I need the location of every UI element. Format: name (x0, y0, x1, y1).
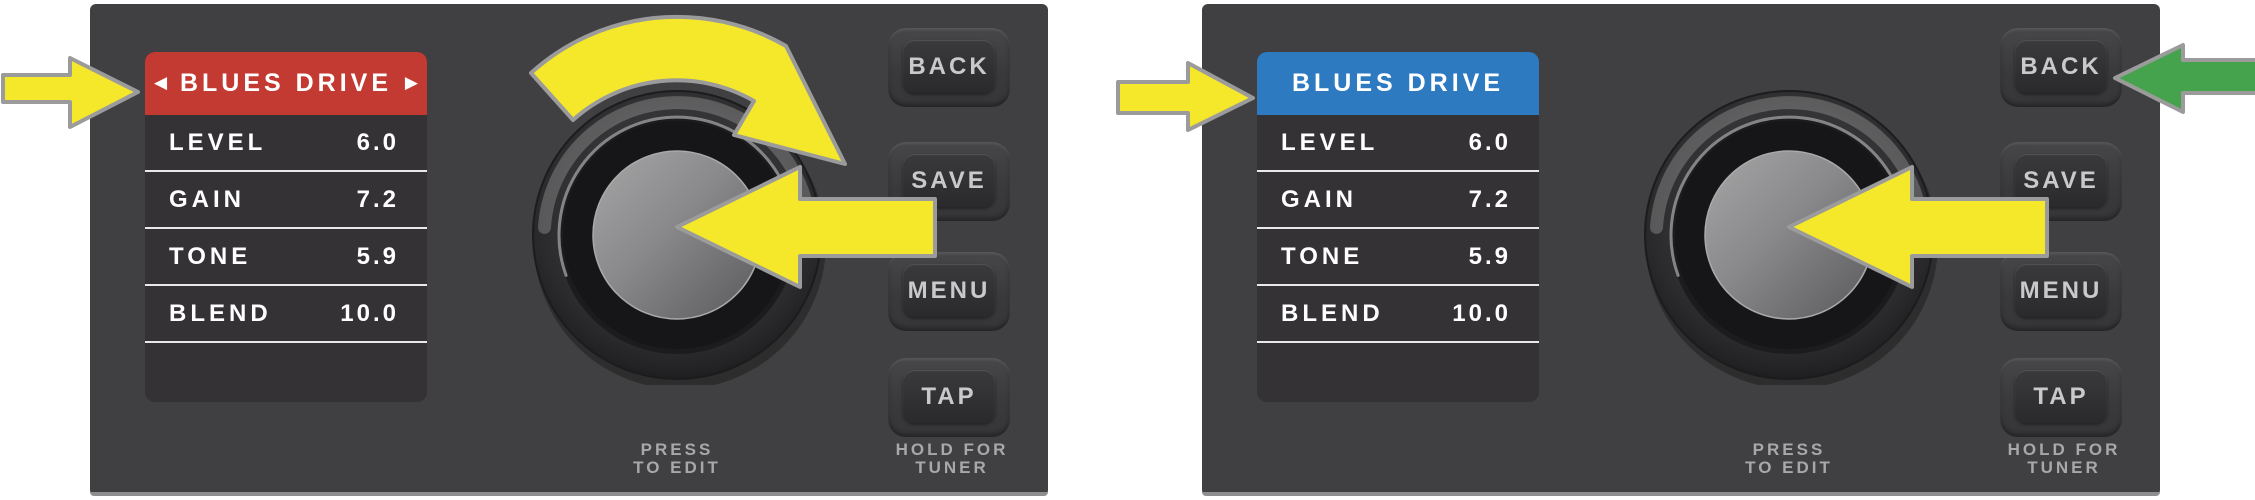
tap-button-well: TAP (2000, 358, 2122, 437)
param-label: BLEND (169, 300, 272, 327)
tap-button[interactable]: TAP (2015, 370, 2107, 423)
param-label: BLEND (1281, 300, 1384, 327)
param-value: 10.0 (1452, 300, 1511, 327)
panel-bottom-edge (90, 492, 1048, 496)
panel-bottom-edge (1202, 492, 2160, 496)
param-value: 10.0 (340, 300, 399, 327)
preset-next-icon: ▶ (404, 73, 418, 93)
param-value: 5.9 (356, 243, 399, 270)
param-label: GAIN (1281, 186, 1357, 213)
preset-title: BLUES DRIVE (179, 69, 393, 97)
hold-for-tuner-label: HOLD FOR TUNER (895, 440, 1009, 477)
back-button-well: BACK (888, 28, 1010, 107)
param-row-gain: GAIN 7.2 (1257, 172, 1539, 229)
save-button-well: SAVE (2000, 142, 2122, 221)
param-value: 5.9 (1468, 243, 1511, 270)
preset-title: BLUES DRIVE (1291, 69, 1505, 97)
menu-button[interactable]: MENU (903, 264, 995, 317)
param-row-blend: BLEND 10.0 (1257, 286, 1539, 343)
knob-center-cap (592, 150, 762, 320)
param-value: 7.2 (356, 186, 399, 213)
param-value: 6.0 (356, 129, 399, 156)
press-to-edit-label: PRESS TO EDIT (633, 440, 721, 477)
param-value: 7.2 (1468, 186, 1511, 213)
param-row-tone: TONE 5.9 (145, 229, 427, 286)
preset-name-header: ◀ BLUES DRIVE ▶ (145, 52, 427, 115)
press-to-edit-label: PRESS TO EDIT (1745, 440, 1833, 477)
param-row-level: LEVEL 6.0 (145, 115, 427, 172)
back-button[interactable]: BACK (903, 40, 995, 93)
rotary-encoder-knob[interactable] (1639, 85, 1939, 389)
param-row-tone: TONE 5.9 (1257, 229, 1539, 286)
menu-button-well: MENU (2000, 252, 2122, 331)
preset-screen: ◀ BLUES DRIVE ▶ LEVEL 6.0 GAIN 7.2 TONE … (145, 52, 427, 402)
save-button[interactable]: SAVE (2015, 154, 2107, 207)
param-value: 6.0 (1468, 129, 1511, 156)
menu-button[interactable]: MENU (2015, 264, 2107, 317)
save-button[interactable]: SAVE (903, 154, 995, 207)
back-button-well: BACK (2000, 28, 2122, 107)
back-button[interactable]: BACK (2015, 40, 2107, 93)
knob-center-cap (1704, 150, 1874, 320)
preset-screen: BLUES DRIVE LEVEL 6.0 GAIN 7.2 TONE 5.9 … (1257, 52, 1539, 402)
param-label: LEVEL (169, 129, 267, 156)
param-label: TONE (1281, 243, 1364, 270)
preset-prev-icon: ◀ (154, 73, 168, 93)
device-panel-left: ◀ BLUES DRIVE ▶ LEVEL 6.0 GAIN 7.2 TONE … (90, 4, 1048, 496)
preset-name-header: BLUES DRIVE (1257, 52, 1539, 115)
save-button-well: SAVE (888, 142, 1010, 221)
tap-button[interactable]: TAP (903, 370, 995, 423)
param-label: LEVEL (1281, 129, 1379, 156)
menu-button-well: MENU (888, 252, 1010, 331)
param-row-level: LEVEL 6.0 (1257, 115, 1539, 172)
param-label: GAIN (169, 186, 245, 213)
device-panel-right: BLUES DRIVE LEVEL 6.0 GAIN 7.2 TONE 5.9 … (1202, 4, 2160, 496)
rotary-encoder-knob[interactable] (527, 85, 827, 389)
tap-button-well: TAP (888, 358, 1010, 437)
param-row-blend: BLEND 10.0 (145, 286, 427, 343)
param-row-gain: GAIN 7.2 (145, 172, 427, 229)
param-label: TONE (169, 243, 252, 270)
hold-for-tuner-label: HOLD FOR TUNER (2007, 440, 2121, 477)
